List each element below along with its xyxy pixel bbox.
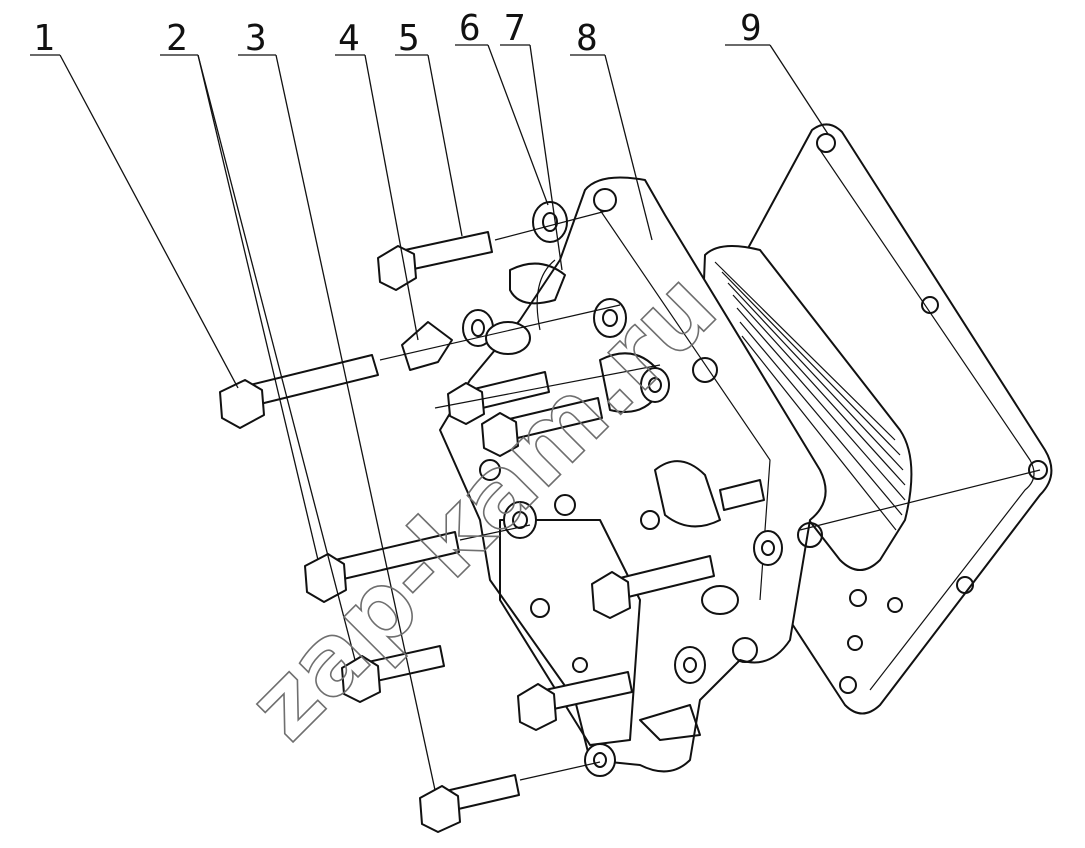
callout-3: 3 bbox=[245, 18, 267, 59]
callout-9: 9 bbox=[740, 8, 762, 49]
callout-5: 5 bbox=[398, 18, 420, 59]
assembly-lines bbox=[379, 209, 1041, 781]
bolts bbox=[219, 231, 765, 833]
oil-cooler-core bbox=[699, 245, 913, 571]
callout-6: 6 bbox=[459, 8, 481, 49]
callout-8: 8 bbox=[576, 18, 598, 59]
callout-7: 7 bbox=[504, 8, 526, 49]
washers-and-nuts bbox=[462, 201, 783, 777]
callout-2: 2 bbox=[166, 18, 188, 59]
leader-lines bbox=[30, 44, 829, 791]
callout-labels: 1 2 3 4 5 6 7 8 9 bbox=[33, 8, 762, 59]
callout-1: 1 bbox=[33, 18, 55, 59]
callout-4: 4 bbox=[338, 18, 360, 59]
